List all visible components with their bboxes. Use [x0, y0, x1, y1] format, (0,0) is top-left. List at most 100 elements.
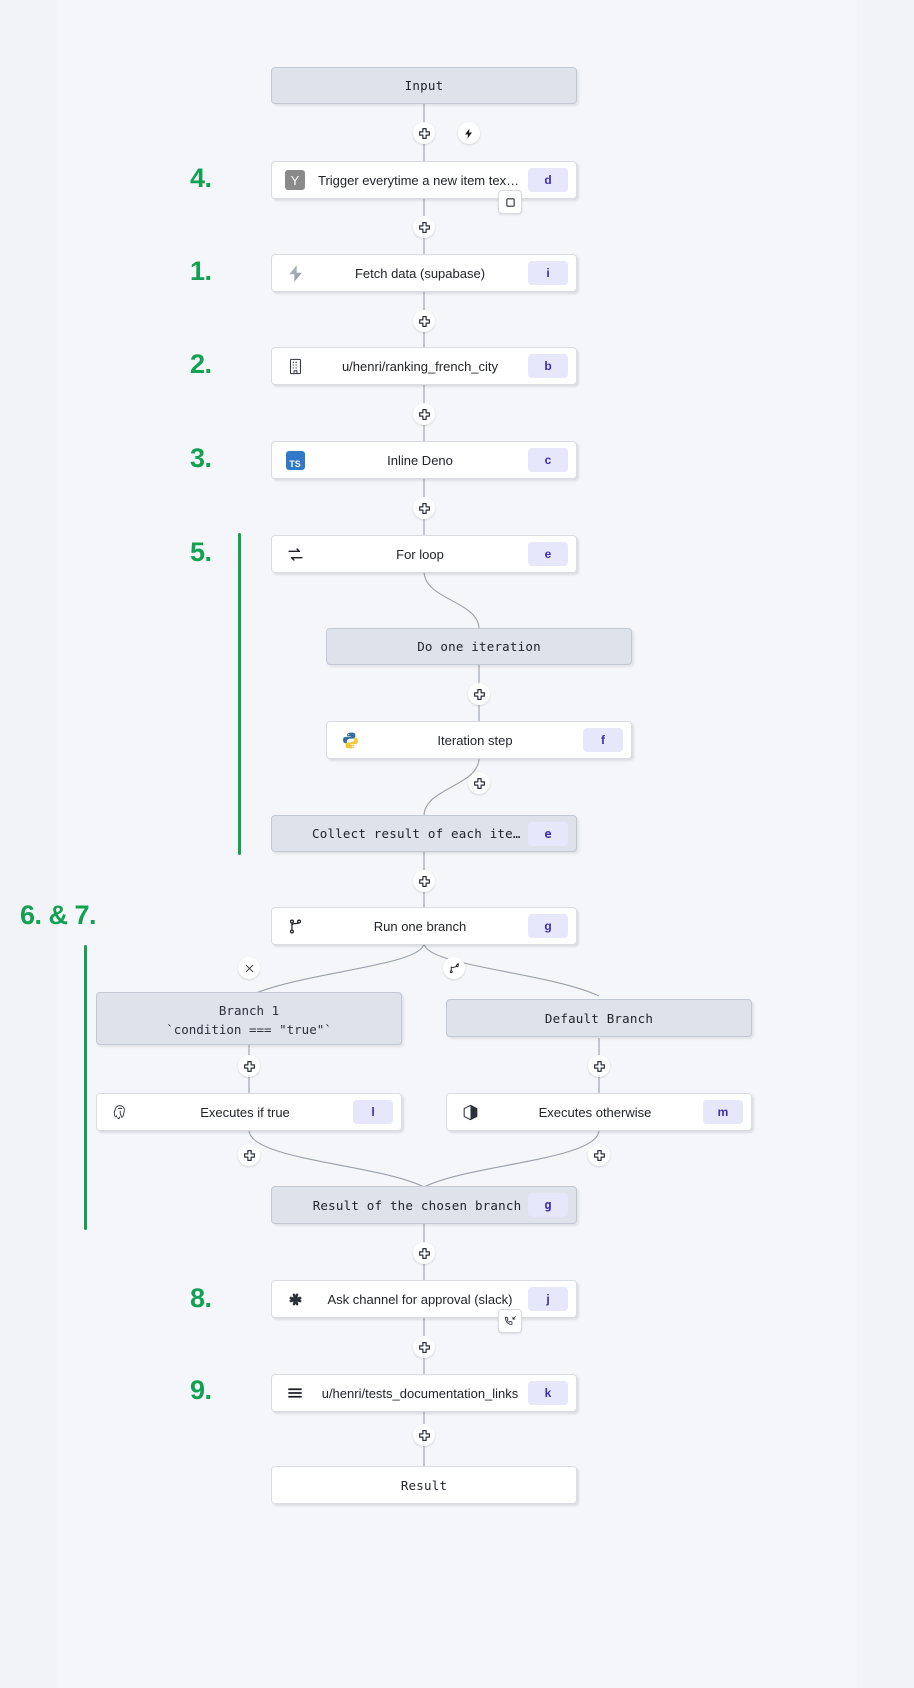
- step-number-3: 3.: [190, 443, 212, 473]
- branch-icon: [278, 917, 312, 936]
- plus-icon: [593, 1149, 605, 1161]
- node-collect-result-badge: e: [528, 821, 568, 846]
- node-executes-if-true-label: Executes if true: [200, 1104, 290, 1120]
- hub-script-icon: Y: [278, 170, 312, 190]
- python-glyph: [342, 732, 358, 748]
- add-node-button[interactable]: [238, 1144, 260, 1166]
- node-result-of-chosen-branch-badge: g: [528, 1193, 568, 1217]
- add-node-button[interactable]: [413, 403, 435, 425]
- node-for-loop-label: For loop: [396, 546, 444, 562]
- node-executes-if-true-badge: l: [353, 1100, 393, 1124]
- node-default-branch-label: Default Branch: [544, 1010, 654, 1026]
- node-executes-otherwise-label: Executes otherwise: [538, 1104, 652, 1120]
- square-icon: [505, 197, 515, 207]
- plus-icon: [418, 221, 430, 233]
- node-input[interactable]: Input: [271, 67, 577, 104]
- postgres-elephant-glyph: [113, 1105, 125, 1120]
- node-result-of-chosen-branch[interactable]: Result of the chosen branch g: [271, 1186, 577, 1224]
- add-node-button[interactable]: [413, 870, 435, 892]
- node-inline-deno-badge: c: [528, 448, 568, 472]
- step-number-1: 1.: [190, 256, 212, 286]
- node-trigger-label: Trigger everytime a new item text o…: [318, 172, 528, 188]
- node-inline-deno-label: Inline Deno: [387, 452, 453, 468]
- plus-icon: [418, 875, 430, 887]
- add-node-button[interactable]: [413, 310, 435, 332]
- add-node-button[interactable]: [588, 1144, 610, 1166]
- hamburger-lines-glyph: [288, 1388, 302, 1398]
- node-collect-result[interactable]: Collect result of each iteration e: [271, 815, 577, 852]
- suspend-square-button[interactable]: [498, 190, 522, 214]
- loop-arrows-glyph: [287, 547, 303, 561]
- node-trigger-badge: d: [528, 168, 568, 192]
- add-branch-button[interactable]: [443, 957, 465, 979]
- node-tests-documentation-links[interactable]: u/henri/tests_documentation_links k: [271, 1374, 577, 1412]
- node-result[interactable]: Result: [271, 1466, 577, 1504]
- plus-icon: [418, 127, 430, 139]
- add-node-button[interactable]: [413, 497, 435, 519]
- node-executes-otherwise[interactable]: Executes otherwise m: [446, 1093, 752, 1131]
- node-for-loop-badge: e: [528, 542, 568, 566]
- node-iteration-step[interactable]: Iteration step f: [326, 721, 632, 759]
- approval-phone-button[interactable]: [498, 1309, 522, 1333]
- add-node-button[interactable]: [413, 122, 435, 144]
- slack-icon: [278, 1290, 312, 1309]
- node-fetch-data-badge: i: [528, 261, 568, 285]
- delete-branch-button[interactable]: [238, 957, 260, 979]
- add-node-button[interactable]: [413, 216, 435, 238]
- plus-icon: [418, 1247, 430, 1259]
- node-tests-documentation-links-badge: k: [528, 1381, 568, 1405]
- postgres-icon: [103, 1103, 137, 1121]
- step-number-5: 5.: [190, 537, 212, 567]
- supabase-icon: [278, 264, 312, 283]
- node-inline-deno[interactable]: TS Inline Deno c: [271, 441, 577, 479]
- add-node-button[interactable]: [413, 1424, 435, 1446]
- node-trigger[interactable]: Y Trigger everytime a new item text o… d: [271, 161, 577, 199]
- add-node-button[interactable]: [413, 1336, 435, 1358]
- node-slack-approval[interactable]: Ask channel for approval (slack) j: [271, 1280, 577, 1318]
- node-fetch-data-label: Fetch data (supabase): [354, 265, 486, 281]
- add-node-button[interactable]: [413, 1242, 435, 1264]
- plus-icon: [418, 1341, 430, 1353]
- git-branch-glyph: [289, 919, 301, 933]
- node-run-one-branch-badge: g: [528, 914, 568, 938]
- node-tests-documentation-links-label: u/henri/tests_documentation_links: [321, 1385, 519, 1401]
- add-node-button[interactable]: [588, 1055, 610, 1077]
- add-node-button[interactable]: [238, 1055, 260, 1077]
- node-iteration-step-badge: f: [583, 728, 623, 752]
- building-glyph: [289, 358, 301, 374]
- node-executes-if-true[interactable]: Executes if true l: [96, 1093, 402, 1131]
- step-number-2: 2.: [190, 349, 212, 379]
- typescript-icon: TS: [278, 450, 312, 470]
- plus-icon: [243, 1060, 255, 1072]
- add-node-button[interactable]: [468, 683, 490, 705]
- node-input-label: Input: [404, 78, 444, 93]
- node-run-one-branch[interactable]: Run one branch g: [271, 907, 577, 945]
- lightning-icon: [465, 128, 472, 138]
- node-do-one-iteration[interactable]: Do one iteration: [326, 628, 632, 665]
- supabase-bolt-icon: [288, 264, 302, 282]
- step-number-6-and-7: 6. & 7.: [20, 900, 97, 930]
- node-run-one-branch-label: Run one branch: [373, 918, 467, 934]
- building-icon: [278, 357, 312, 376]
- node-ranking-french-city-label: u/henri/ranking_french_city: [341, 358, 499, 374]
- node-slack-approval-label: Ask channel for approval (slack): [327, 1291, 513, 1307]
- add-node-button[interactable]: [468, 772, 490, 794]
- step-number-8: 8.: [190, 1283, 212, 1313]
- node-branch-1[interactable]: Branch 1 `condition === "true"`: [96, 992, 402, 1045]
- plus-icon: [418, 1429, 430, 1441]
- plus-icon: [243, 1149, 255, 1161]
- add-branch-icon: [449, 962, 459, 973]
- node-default-branch[interactable]: Default Branch: [446, 999, 752, 1037]
- step-number-9: 9.: [190, 1375, 212, 1405]
- trigger-bolt-button[interactable]: [458, 122, 480, 144]
- python-icon: [333, 731, 367, 750]
- container-cube-glyph: [463, 1104, 477, 1120]
- node-collect-result-label: Collect result of each iteration: [312, 826, 528, 841]
- node-for-loop[interactable]: For loop e: [271, 535, 577, 573]
- x-icon: [245, 964, 253, 972]
- node-ranking-french-city-badge: b: [528, 354, 568, 378]
- phone-approval-icon: [504, 1315, 516, 1325]
- node-fetch-data[interactable]: Fetch data (supabase) i: [271, 254, 577, 292]
- node-ranking-french-city[interactable]: u/henri/ranking_french_city b: [271, 347, 577, 385]
